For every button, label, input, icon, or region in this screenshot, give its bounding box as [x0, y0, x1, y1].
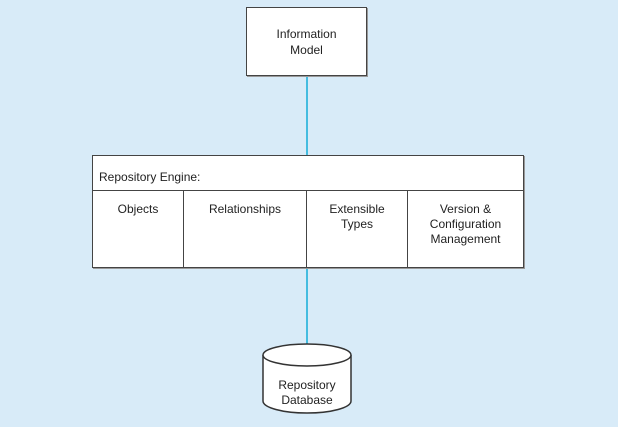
repository-engine-box: Repository Engine: Objects Relationships…	[92, 155, 524, 268]
information-model-box: Information Model	[246, 7, 367, 76]
information-model-label: Information Model	[276, 26, 337, 57]
database-cylinder-icon	[262, 343, 352, 414]
component-objects: Objects	[117, 202, 159, 216]
connector-engine-to-database	[306, 268, 308, 346]
connector-model-to-engine	[306, 76, 308, 155]
component-version-configuration-management: Version & Configuration Management	[407, 191, 523, 267]
component-relationships: Relationships	[183, 191, 306, 267]
repository-database-label: Repository Database	[278, 378, 336, 407]
repository-engine-title: Repository Engine:	[93, 156, 523, 191]
component-extensible-types: Extensible Types	[306, 191, 407, 267]
